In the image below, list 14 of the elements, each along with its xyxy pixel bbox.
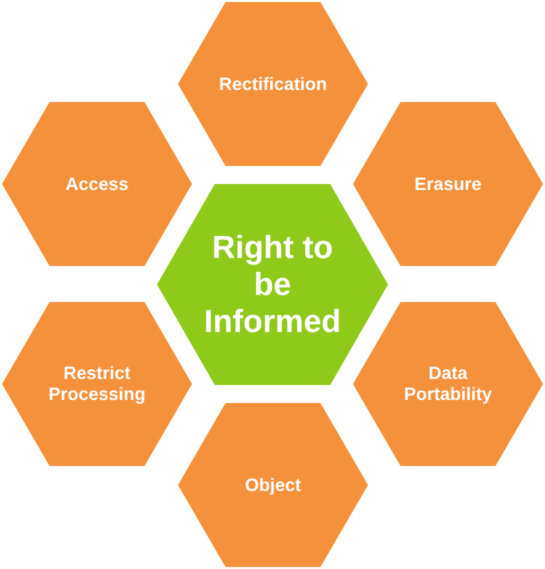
hexagon [157, 184, 388, 385]
item-label: Erasure [414, 174, 482, 194]
hexagon [178, 2, 368, 166]
center-title: Right to be Informed [204, 228, 342, 340]
item-label: Object [244, 474, 302, 496]
item-label: Rectification [218, 74, 328, 94]
item-label: Data Portability [403, 363, 493, 405]
hexagon [2, 102, 192, 266]
hexagon [178, 403, 368, 567]
hexagon [353, 302, 543, 466]
hexagon [353, 102, 543, 266]
hexagon [2, 302, 192, 466]
item-label: Access [64, 174, 130, 194]
item-label: Restrict Processing [48, 363, 146, 405]
